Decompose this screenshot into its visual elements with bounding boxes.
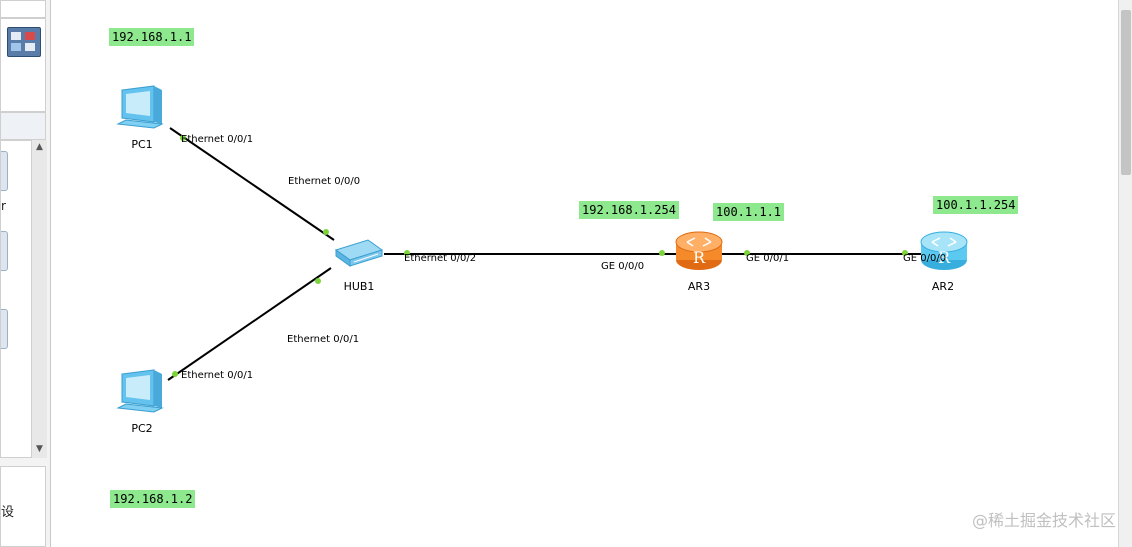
panel-device-type-section	[0, 18, 46, 112]
device-list-button[interactable]	[1, 309, 8, 349]
port-dot-hub1-eth1	[315, 278, 321, 284]
ar2-ge0-port-label: GE 0/0/0	[903, 253, 947, 264]
pc1-port-label: Ethernet 0/0/1	[181, 134, 254, 145]
hub1-icon[interactable]	[332, 236, 386, 268]
sidebar-partial-label: 设	[1, 505, 15, 520]
scroll-up-icon[interactable]: ▲	[36, 142, 43, 152]
pc2-label: PC2	[131, 422, 153, 435]
ar3-ge1-port-label: GE 0/0/1	[746, 253, 790, 264]
hub1-eth0-port-label: Ethernet 0/0/0	[288, 176, 361, 187]
sidebar-partial-label: r	[1, 199, 6, 213]
link-pc2-hub1[interactable]	[167, 267, 332, 381]
hub1-eth1-port-label: Ethernet 0/0/1	[287, 334, 360, 345]
panel-top-section	[0, 0, 46, 18]
ar2-router-glyph: R	[937, 248, 951, 267]
link-pc1-hub1[interactable]	[169, 127, 335, 241]
panel-header-bar	[0, 112, 46, 140]
ar3-router-glyph: R	[692, 248, 706, 267]
port-dot-ar3-ge1	[744, 250, 750, 256]
pc2-ip-label[interactable]: 192.168.1.2	[110, 490, 196, 508]
pc2-port-label: Ethernet 0/0/1	[181, 370, 254, 381]
pc1-ip-label[interactable]: 192.168.1.1	[109, 28, 195, 46]
ar3-ge0-port-label: GE 0/0/0	[601, 261, 645, 272]
hub1-eth2-port-label: Ethernet 0/0/2	[404, 253, 477, 264]
hub1-label: HUB1	[343, 280, 375, 293]
panel-scrollbar[interactable]: ▲ ▼	[31, 140, 47, 458]
pc1-label: PC1	[131, 138, 153, 151]
device-list-button[interactable]	[1, 231, 8, 271]
port-dot-pc2	[172, 371, 178, 377]
pc1-icon[interactable]	[110, 82, 170, 136]
port-dot-ar2-ge0	[902, 250, 908, 256]
scrollbar-thumb[interactable]	[1121, 10, 1131, 175]
port-dot-ar3-ge0	[659, 250, 665, 256]
ar3-label: AR3	[687, 280, 711, 293]
pc2-icon[interactable]	[110, 366, 170, 420]
port-dot-hub1-eth2	[404, 250, 410, 256]
canvas-vertical-scrollbar[interactable]	[1118, 0, 1132, 547]
panel-bottom-section: 设	[0, 466, 46, 547]
ar2-label: AR2	[931, 280, 955, 293]
left-device-panel: r ▲ ▼ 设	[0, 0, 51, 547]
port-dot-pc1	[180, 135, 186, 141]
ar2-router-icon[interactable]	[918, 228, 970, 274]
watermark: @稀土掘金技术社区	[971, 511, 1116, 530]
device-list-button[interactable]	[1, 151, 8, 191]
topology-canvas[interactable]	[51, 0, 1118, 547]
ar3-right-ip-label[interactable]: 100.1.1.1	[713, 203, 785, 221]
ar2-ip-label[interactable]: 100.1.1.254	[933, 196, 1019, 214]
device-grid-icon[interactable]	[7, 27, 41, 57]
ar3-router-icon[interactable]	[673, 228, 725, 274]
port-dot-hub1-eth0	[323, 229, 329, 235]
ar3-left-ip-label[interactable]: 192.168.1.254	[579, 201, 679, 219]
scroll-down-icon[interactable]: ▼	[36, 444, 43, 454]
